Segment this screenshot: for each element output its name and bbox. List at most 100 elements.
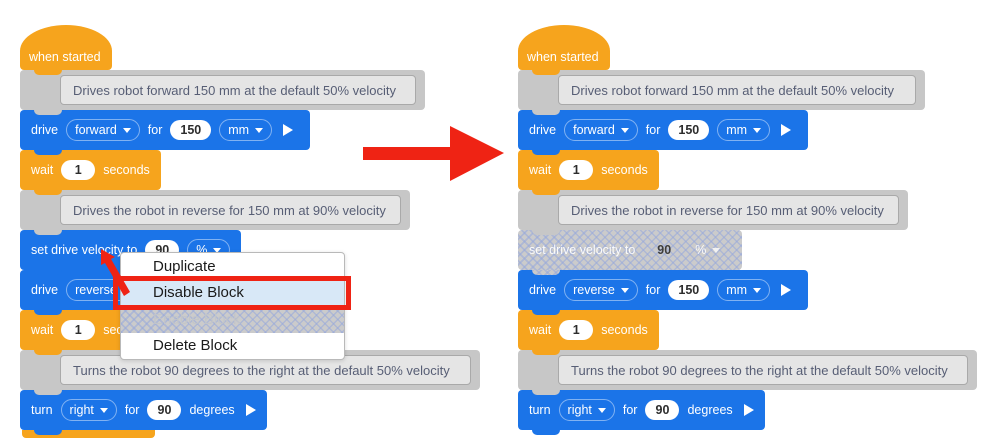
turn-block[interactable]: turn right for 90 degrees: [20, 390, 267, 435]
set-drive-velocity-block-disabled[interactable]: set drive velocity to 90 %: [518, 230, 742, 275]
unit-dropdown[interactable]: mm: [717, 279, 771, 301]
dropdown-value: forward: [573, 123, 615, 137]
chevron-down-icon: [620, 127, 629, 133]
block-label: drive: [529, 123, 557, 137]
unit-dropdown[interactable]: mm: [219, 119, 273, 141]
wait-block[interactable]: wait 1 seconds: [518, 310, 659, 355]
chevron-down-icon: [597, 407, 606, 413]
dropdown-value: mm: [726, 283, 748, 297]
comment-bubble[interactable]: Turns the robot 90 degrees to the right …: [558, 355, 968, 385]
dropdown-value: %: [695, 243, 707, 257]
comment-text: Drives the robot in reverse for 150 mm a…: [571, 202, 884, 218]
block-label: seconds: [601, 163, 648, 177]
comment-bubble[interactable]: Drives robot forward 150 mm at the defau…: [60, 75, 416, 105]
dropdown-value: reverse: [573, 283, 615, 297]
block-label: for: [622, 403, 638, 417]
block-label: for: [645, 283, 661, 297]
distance-input[interactable]: 150: [668, 120, 710, 140]
seconds-input[interactable]: 1: [559, 320, 594, 340]
degrees-input[interactable]: 90: [645, 400, 680, 420]
dropdown-value: right: [69, 403, 94, 417]
expand-arrow-icon[interactable]: [781, 124, 792, 136]
comment-block[interactable]: Drives robot forward 150 mm at the defau…: [20, 70, 425, 115]
menu-item-delete-block[interactable]: Delete Block: [153, 337, 238, 355]
drive-forward-block[interactable]: drive forward for 150 mm: [518, 110, 808, 155]
next-block-partial[interactable]: [22, 430, 155, 438]
distance-input[interactable]: 150: [668, 280, 710, 300]
block-label: drive: [529, 283, 557, 297]
seconds-input[interactable]: 1: [61, 160, 96, 180]
velocity-input[interactable]: 90: [657, 243, 672, 257]
dropdown-value: mm: [228, 123, 250, 137]
menu-item-disable-block[interactable]: Disable Block: [121, 279, 344, 306]
comment-block[interactable]: Drives robot forward 150 mm at the defau…: [518, 70, 925, 115]
block-label: drive: [31, 123, 59, 137]
expand-arrow-icon[interactable]: [743, 404, 754, 416]
when-started-block[interactable]: when started: [20, 25, 112, 75]
comment-text: Drives the robot in reverse for 150 mm a…: [73, 202, 386, 218]
when-started-block[interactable]: when started: [518, 25, 610, 75]
menu-item-duplicate[interactable]: Duplicate: [153, 257, 216, 275]
context-menu: Duplicate Disable Block Enable Block Del…: [113, 252, 351, 360]
comment-text: Turns the robot 90 degrees to the right …: [73, 362, 450, 378]
chevron-down-icon: [712, 247, 721, 253]
block-label: degrees: [189, 403, 235, 417]
hat-label: when started: [29, 50, 101, 64]
seconds-input[interactable]: 1: [559, 160, 594, 180]
block-label: drive: [31, 283, 59, 297]
dropdown-value: %: [196, 243, 208, 257]
dropdown-value: right: [567, 403, 592, 417]
block-label: wait: [31, 163, 54, 177]
turn-block[interactable]: turn right for 90 degrees: [518, 390, 765, 435]
block-label: turn: [31, 403, 53, 417]
chevron-down-icon: [99, 407, 108, 413]
wait-block[interactable]: wait 1 seconds: [518, 150, 659, 195]
seconds-input[interactable]: 1: [61, 320, 96, 340]
chevron-down-icon: [753, 287, 762, 293]
block-label: wait: [31, 323, 54, 337]
expand-arrow-icon[interactable]: [245, 404, 256, 416]
block-label: seconds: [601, 323, 648, 337]
menu-item-enable-block: Enable Block: [121, 306, 344, 333]
chevron-down-icon: [753, 127, 762, 133]
chevron-down-icon: [620, 287, 629, 293]
dropdown-value: reverse: [75, 283, 117, 297]
disable-block-highlight-box: [113, 276, 351, 310]
drive-forward-block[interactable]: drive forward for 150 mm: [20, 110, 310, 155]
direction-dropdown[interactable]: forward: [66, 119, 140, 141]
comment-block[interactable]: Drives the robot in reverse for 150 mm a…: [518, 190, 908, 235]
direction-dropdown[interactable]: right: [558, 399, 615, 421]
degrees-input[interactable]: 90: [147, 400, 182, 420]
comment-text: Drives robot forward 150 mm at the defau…: [571, 82, 894, 98]
dropdown-value: forward: [75, 123, 117, 137]
chevron-down-icon: [122, 127, 131, 133]
expand-arrow-icon[interactable]: [781, 284, 792, 296]
chevron-down-icon: [255, 127, 264, 133]
drive-reverse-block[interactable]: drive reverse for 150 mm: [518, 270, 808, 315]
comment-bubble[interactable]: Drives the robot in reverse for 150 mm a…: [558, 195, 899, 225]
unit-dropdown[interactable]: %: [695, 243, 721, 257]
direction-dropdown[interactable]: right: [60, 399, 117, 421]
transition-arrow-icon: [363, 126, 504, 181]
unit-dropdown[interactable]: mm: [717, 119, 771, 141]
comment-block[interactable]: Turns the robot 90 degrees to the right …: [518, 350, 977, 395]
dropdown-value: mm: [726, 123, 748, 137]
block-label: degrees: [687, 403, 733, 417]
block-label: wait: [529, 163, 552, 177]
block-label: wait: [529, 323, 552, 337]
direction-dropdown[interactable]: forward: [564, 119, 638, 141]
comment-block[interactable]: Drives the robot in reverse for 150 mm a…: [20, 190, 410, 235]
comment-text: Turns the robot 90 degrees to the right …: [571, 362, 948, 378]
block-label: for: [124, 403, 140, 417]
block-label: seconds: [103, 163, 150, 177]
block-label: for: [147, 123, 163, 137]
chevron-down-icon: [213, 247, 222, 253]
wait-block[interactable]: wait 1 seconds: [20, 150, 161, 195]
distance-input[interactable]: 150: [170, 120, 212, 140]
comment-bubble[interactable]: Drives robot forward 150 mm at the defau…: [558, 75, 916, 105]
comment-bubble[interactable]: Drives the robot in reverse for 150 mm a…: [60, 195, 401, 225]
direction-dropdown[interactable]: reverse: [564, 279, 638, 301]
block-label: turn: [529, 403, 551, 417]
expand-arrow-icon[interactable]: [283, 124, 294, 136]
